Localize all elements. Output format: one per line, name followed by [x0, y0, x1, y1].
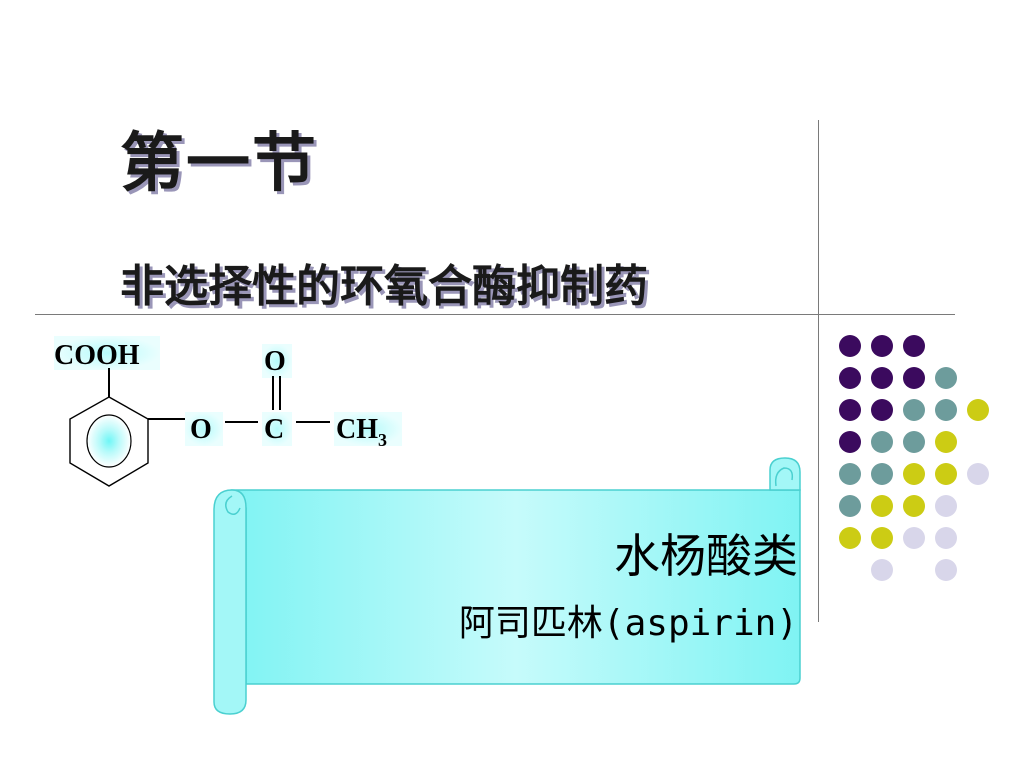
scroll-left-curl: [213, 489, 247, 715]
decorative-dot: [935, 495, 957, 517]
horizontal-divider: [35, 314, 955, 315]
decorative-dot: [839, 527, 861, 549]
slide-subtitle: 非选择性的环氧合酶抑制药: [120, 261, 648, 312]
decorative-dot: [967, 463, 989, 485]
decorative-dot: [839, 431, 861, 453]
vertical-divider: [818, 120, 819, 622]
decorative-dot: [935, 463, 957, 485]
decorative-dot: [903, 495, 925, 517]
scroll-left-curl-detail: [225, 495, 241, 515]
scroll-heading: 水杨酸类: [614, 529, 798, 583]
cooh-label: COOH: [54, 340, 140, 371]
decorative-dot: [839, 367, 861, 389]
scroll-drug-name: 阿司匹林(aspirin): [459, 594, 798, 646]
decorative-dot: [967, 399, 989, 421]
decorative-dot: [839, 335, 861, 357]
slide-title: 第一节: [120, 127, 318, 201]
drug-name-chinese: 阿司匹林: [458, 603, 603, 644]
decorative-dot: [871, 495, 893, 517]
ester-oxygen-label: O: [190, 414, 212, 445]
methyl-subscript: 3: [378, 430, 387, 450]
decorative-dot: [903, 367, 925, 389]
scroll-body: [230, 489, 801, 685]
carbonyl-c-highlight: [262, 412, 292, 446]
decorative-dot: [839, 463, 861, 485]
decorative-dot: [935, 399, 957, 421]
decorative-dot-grid: [839, 335, 989, 581]
cooh-highlight: [54, 336, 160, 370]
methyl-highlight: [334, 412, 402, 446]
scroll-banner: [213, 457, 801, 715]
decorative-dot: [871, 559, 893, 581]
decorative-dot: [871, 527, 893, 549]
decorative-dot: [935, 367, 957, 389]
decorative-dot: [935, 527, 957, 549]
carbonyl-o-highlight: [262, 344, 292, 378]
decorative-dot: [903, 399, 925, 421]
decorative-dot: [903, 527, 925, 549]
decorative-dot: [871, 431, 893, 453]
carbonyl-carbon-label: C: [264, 414, 284, 445]
scroll-right-curl: [769, 457, 801, 491]
scroll-right-curl-detail: [774, 467, 794, 487]
decorative-dot: [903, 335, 925, 357]
aromatic-circle: [86, 414, 132, 468]
decorative-dot: [935, 559, 957, 581]
drug-name-latin: (aspirin): [602, 603, 798, 644]
decorative-dot: [871, 399, 893, 421]
methyl-label: CH3: [336, 414, 387, 450]
methyl-ch: CH: [336, 414, 378, 445]
decorative-dot: [903, 463, 925, 485]
decorative-dot: [935, 431, 957, 453]
aspirin-structure-diagram: COOH O O C CH3: [54, 336, 402, 487]
carbonyl-oxygen-label: O: [264, 346, 286, 377]
ester-o-highlight: [185, 412, 223, 446]
decorative-dot: [903, 431, 925, 453]
decorative-dot: [871, 463, 893, 485]
decorative-dot: [871, 367, 893, 389]
decorative-dot: [871, 335, 893, 357]
decorative-dot: [839, 495, 861, 517]
decorative-dot: [839, 399, 861, 421]
